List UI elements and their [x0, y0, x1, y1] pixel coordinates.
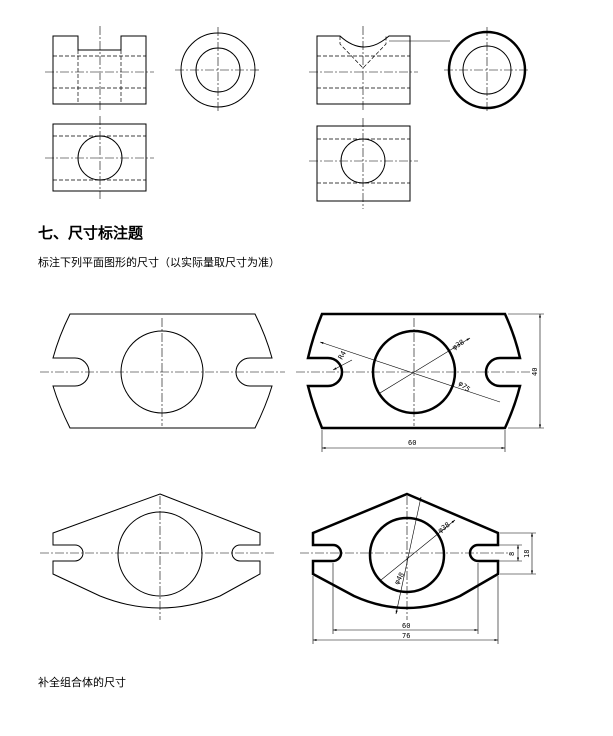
dim-height-40: 40	[531, 368, 539, 376]
dim-dia-38: φ38	[451, 338, 466, 351]
dim-height-18: 18	[523, 550, 531, 558]
section-instruction: 标注下列平面图形的尺寸（以实际量取尺寸为准）	[38, 256, 280, 269]
plate-1-dimensioned: R4 φ38 φ75 60 40	[296, 312, 544, 452]
plate-1-blank	[40, 313, 285, 429]
dim-r4: R4	[337, 350, 348, 361]
top-view-hole	[45, 116, 154, 199]
plate-2-blank	[40, 493, 275, 620]
dim-height-8: 8	[508, 552, 516, 556]
front-view-slotted	[45, 26, 154, 112]
footer-instruction: 补全组合体的尺寸	[38, 676, 126, 689]
dim-dia-48: φ48	[393, 571, 406, 586]
side-view-ring-right	[444, 27, 530, 113]
section-heading: 七、尺寸标注题	[38, 224, 144, 242]
plate-2-dimensioned: φ38 φ48 8 18 60 76	[300, 492, 536, 644]
dim-width-60: 60	[408, 439, 416, 447]
view-set-right	[309, 26, 530, 209]
dim-width-76: 76	[402, 632, 410, 640]
side-view-ring	[175, 27, 261, 113]
view-set-left	[45, 26, 261, 199]
dim-width-60-plate2: 60	[402, 622, 410, 630]
dim-dia-38-plate2: φ38	[437, 521, 452, 535]
top-view-hole-right	[309, 118, 418, 209]
front-view-notched	[309, 26, 450, 112]
